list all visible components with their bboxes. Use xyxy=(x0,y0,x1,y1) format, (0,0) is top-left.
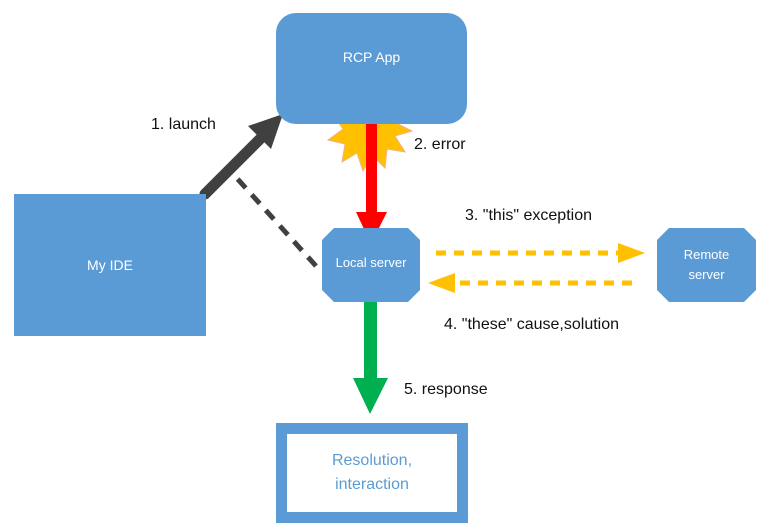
step-error-label: 2. error xyxy=(414,136,466,153)
resolution-node: Resolution, interaction xyxy=(276,423,468,523)
local-server-label: Local server xyxy=(335,254,407,270)
step-launch-label: 1. launch xyxy=(151,116,216,133)
remote-server-node: Remote server xyxy=(657,228,756,302)
remote-server-label: Remote server xyxy=(683,247,730,282)
rcp-app-label: RCP App xyxy=(342,48,401,65)
step-exception-label: 3. "this" exception xyxy=(465,207,592,224)
remote-server-shape xyxy=(657,228,756,302)
step-response-label: 5. response xyxy=(404,381,488,398)
rcp-app-node: RCP App xyxy=(276,13,467,124)
my-ide-label: My IDE xyxy=(87,257,133,273)
local-server-shape xyxy=(322,228,420,302)
resolution-inner-box: Resolution, interaction xyxy=(287,434,457,512)
response-arrow xyxy=(353,300,388,414)
exception-arrow xyxy=(436,243,645,263)
cause-solution-arrow xyxy=(428,273,632,293)
step-cause-solution-label: 4. "these" cause,solution xyxy=(444,316,620,333)
resolution-label: Resolution, interaction xyxy=(331,452,413,493)
local-server-node: Local server xyxy=(322,228,420,302)
dashed-connector xyxy=(232,173,318,268)
launch-arrow xyxy=(199,114,283,200)
my-ide-node: My IDE xyxy=(14,194,206,336)
